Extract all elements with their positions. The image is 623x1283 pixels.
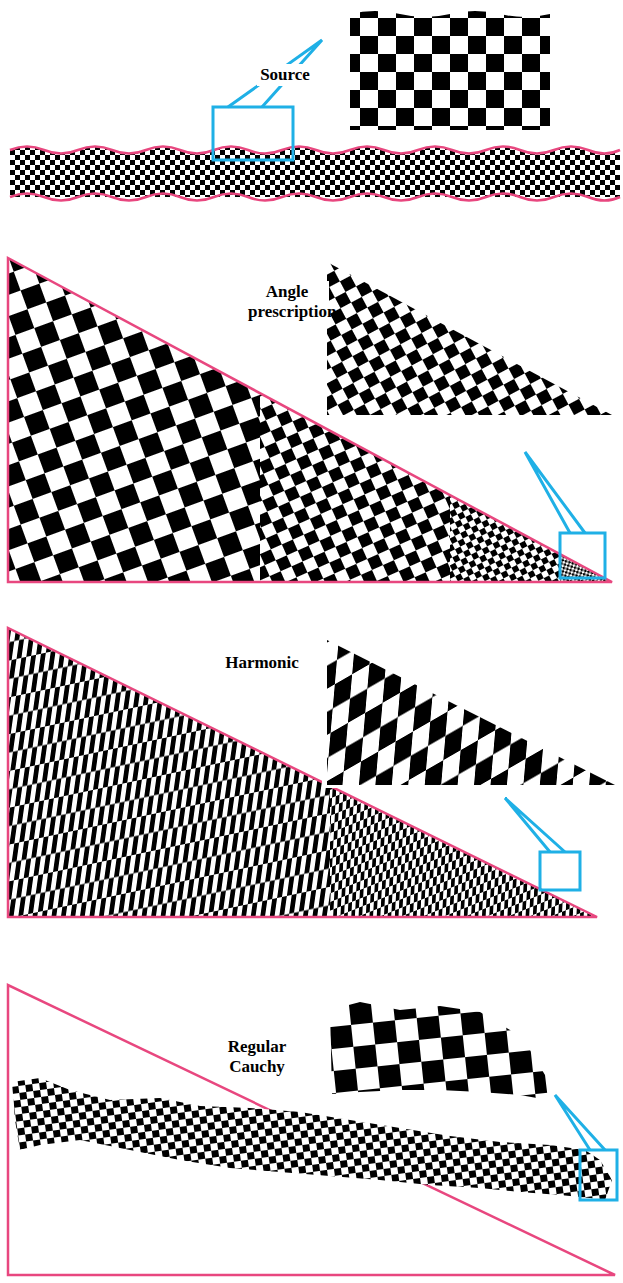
method-label: Regular Cauchy	[219, 1036, 295, 1078]
source-label: Source	[257, 64, 313, 86]
method-label: Harmonic	[222, 652, 302, 674]
method-label: Angle prescription	[245, 281, 329, 323]
